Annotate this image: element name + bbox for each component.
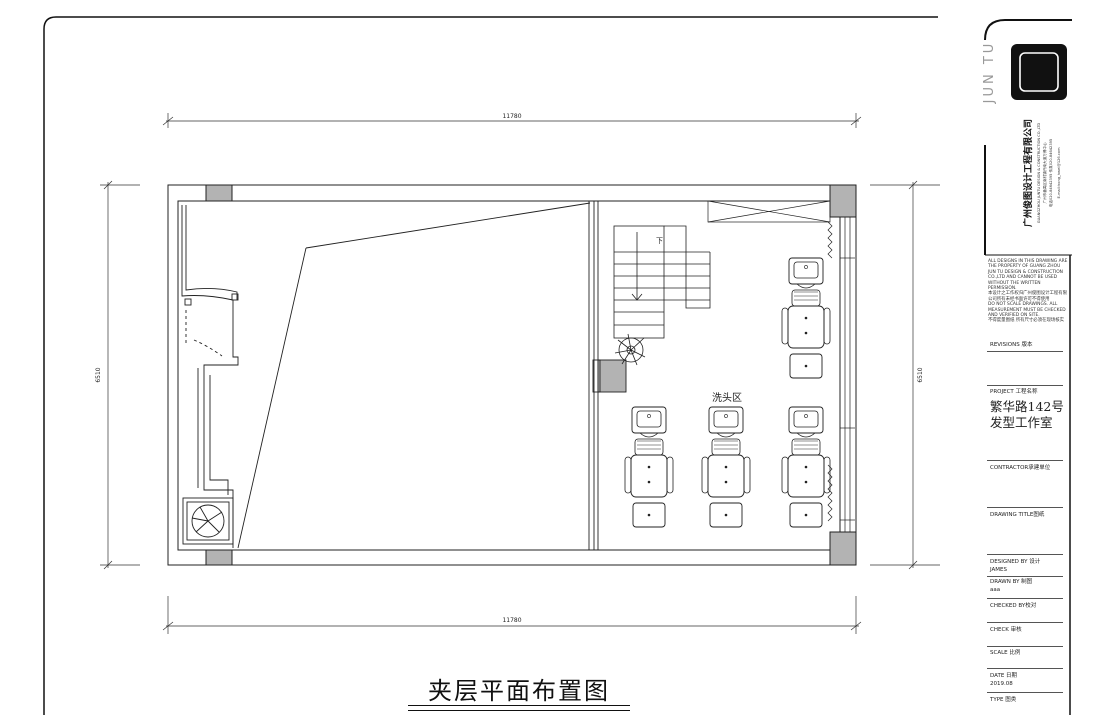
date-value: 2019.08 [990, 681, 1013, 687]
notes-cn: 本设计之工作权归广州俊图设计工程有限公司所有未经书面许可不得使用 [988, 291, 1068, 302]
shampoo-station-3 [701, 406, 751, 528]
structural-columns [205, 184, 857, 566]
dim-top-label: 11780 [502, 113, 521, 120]
tb-divider [987, 646, 1063, 647]
title-block-border [984, 19, 1072, 41]
tb-divider [987, 385, 1063, 386]
tb-divider [987, 692, 1063, 693]
notes-scale-en: DO NOT SCALE DRAWINGS. ALL MEASUREMENT M… [988, 302, 1066, 319]
sheet-border [43, 16, 938, 715]
zone-label: 洗头区 [712, 392, 742, 404]
tb-divider [987, 598, 1063, 599]
designed-by-value: JAMES [990, 567, 1007, 573]
partition-wall [588, 201, 627, 550]
company-info: 广州俊图设计工程有限公司 GUANGZHOU JUNTU DESIGN & CO… [1022, 119, 1061, 227]
revisions-label: REVISIONS 版本 [990, 342, 1033, 348]
dimension-bottom [162, 596, 862, 634]
scale-label: SCALE 比例 [990, 650, 1021, 656]
dim-bottom-label: 11780 [502, 617, 521, 624]
project-name-line-2: 发型工作室 [990, 415, 1053, 430]
dimension-right [870, 180, 940, 570]
dim-right-label: 6510 [917, 367, 924, 382]
dim-left-label: 6510 [95, 367, 102, 382]
tb-divider [987, 460, 1063, 461]
dimension-top [162, 113, 862, 128]
checked-by-label: CHECKED BY校对 [990, 603, 1037, 609]
brand-logo [1011, 44, 1067, 100]
ac-unit-icon [182, 497, 234, 545]
tb-divider [987, 351, 1063, 352]
brand-letters: JUN TU [982, 41, 997, 105]
tb-divider [987, 507, 1063, 508]
notes-scale-cn: 不得度量图纸 所有尺寸必须在现场核实 [988, 318, 1065, 324]
svg-text:广州俊图设计工程有限公司: 广州俊图设计工程有限公司 [1022, 119, 1034, 227]
mezzanine-void [237, 202, 591, 549]
date-label: DATE 日期 [990, 673, 1018, 679]
copyright-notes: ALL DESIGNS IN THIS DRAWING ARE THE PROP… [988, 259, 1068, 324]
tb-divider [987, 668, 1063, 669]
notes-en: ALL DESIGNS IN THIS DRAWING ARE THE PROP… [988, 259, 1068, 292]
project-name-line-1: 繁华路142号 [990, 399, 1064, 414]
svg-text:电话020-84642395 传真020-84642395: 电话020-84642395 传真020-84642395 [1048, 139, 1053, 207]
svg-text:GUANGZHOU JUNTU DESIGN & CONST: GUANGZHOU JUNTU DESIGN & CONSTRUCTION CO… [1037, 123, 1041, 224]
drawing-title: 夹层平面布置图 [428, 677, 610, 705]
project-label: PROJECT 工程名称 [990, 389, 1038, 395]
outer-walls [167, 184, 857, 566]
type-label: TYPE 图类 [990, 697, 1017, 703]
plant-icon [614, 333, 646, 366]
drawing-title-label: DRAWING TITLE图纸 [990, 512, 1045, 518]
drawing-title-underline-thin [408, 710, 630, 711]
stair-down-label: 下 [656, 237, 663, 245]
staircase [613, 225, 711, 339]
tb-divider [987, 554, 1063, 555]
svg-text:广州市番禺区南村镇兴南大道万博中心: 广州市番禺区南村镇兴南大道万博中心 [1042, 142, 1047, 203]
window-detail [707, 200, 855, 532]
drawn-by-value: aaa [990, 587, 1001, 593]
svg-text:E-mail:hong_hwei@126.com: E-mail:hong_hwei@126.com [1057, 147, 1061, 199]
designed-by-label: DESIGNED BY 设计 [990, 559, 1041, 565]
dimension-left [100, 180, 140, 570]
drawing-title-underline [408, 705, 630, 706]
project-name: 繁华路142号 发型工作室 [990, 399, 1064, 431]
drawn-by-label: DRAWN BY 制图 [990, 579, 1033, 585]
left-wall-detail [177, 201, 239, 548]
shampoo-station-4 [781, 406, 831, 528]
shampoo-station-1 [781, 257, 831, 379]
check-label: CHECK 审核 [990, 627, 1022, 633]
contractor-label: CONTRACTOR承建单位 [990, 465, 1051, 471]
tb-divider [987, 576, 1063, 577]
tb-divider [987, 622, 1063, 623]
shampoo-station-2 [624, 406, 674, 528]
